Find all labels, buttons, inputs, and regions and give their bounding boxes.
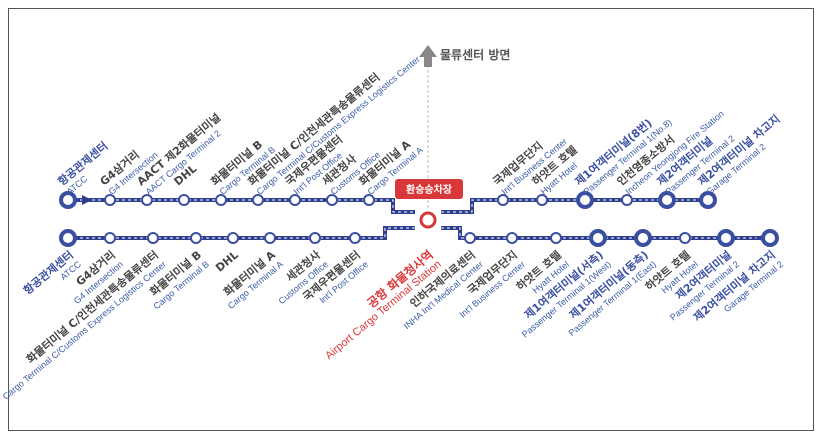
- stop-marker[interactable]: [363, 194, 375, 206]
- stop-marker[interactable]: [550, 232, 562, 244]
- up-arrow-icon: [419, 45, 437, 67]
- stop-label-group: DHL: [213, 248, 241, 274]
- transfer-hub-stop[interactable]: [419, 211, 437, 229]
- stop-marker[interactable]: [464, 232, 476, 244]
- route-map-frame: [8, 8, 814, 431]
- stop-name-ko: DHL: [213, 248, 241, 274]
- stop-marker[interactable]: [227, 232, 239, 244]
- direction-arrow-icon: [82, 195, 92, 205]
- stop-marker[interactable]: [104, 194, 116, 206]
- major-stop-marker[interactable]: [634, 229, 652, 247]
- stop-marker[interactable]: [679, 232, 691, 244]
- stop-marker[interactable]: [309, 232, 321, 244]
- stop-marker[interactable]: [497, 194, 509, 206]
- stop-marker[interactable]: [506, 232, 518, 244]
- stop-marker[interactable]: [326, 194, 338, 206]
- stop-marker[interactable]: [178, 194, 190, 206]
- major-stop-marker[interactable]: [59, 229, 77, 247]
- top-route-line: [68, 198, 708, 214]
- stop-marker[interactable]: [621, 194, 633, 206]
- svg-text:환승승차장: 환승승차장: [406, 183, 453, 196]
- stop-marker[interactable]: [190, 232, 202, 244]
- stop-marker[interactable]: [289, 194, 301, 206]
- stop-marker[interactable]: [147, 232, 159, 244]
- direction-label: 물류센터 방면: [440, 47, 510, 62]
- stop-marker[interactable]: [264, 232, 276, 244]
- major-stop-marker[interactable]: [658, 191, 676, 209]
- major-stop-marker[interactable]: [761, 229, 779, 247]
- stop-marker[interactable]: [252, 194, 264, 206]
- stop-marker[interactable]: [349, 232, 361, 244]
- stop-marker[interactable]: [536, 194, 548, 206]
- bottom-route-line: [68, 226, 770, 240]
- stop-marker[interactable]: [141, 194, 153, 206]
- major-stop-marker[interactable]: [717, 229, 735, 247]
- transfer-hub-badge: 환승승차장: [395, 179, 463, 199]
- major-stop-marker[interactable]: [699, 191, 717, 209]
- major-stop-marker[interactable]: [589, 229, 607, 247]
- major-stop-marker[interactable]: [59, 191, 77, 209]
- major-stop-marker[interactable]: [576, 191, 594, 209]
- stop-marker[interactable]: [104, 232, 116, 244]
- stop-marker[interactable]: [215, 194, 227, 206]
